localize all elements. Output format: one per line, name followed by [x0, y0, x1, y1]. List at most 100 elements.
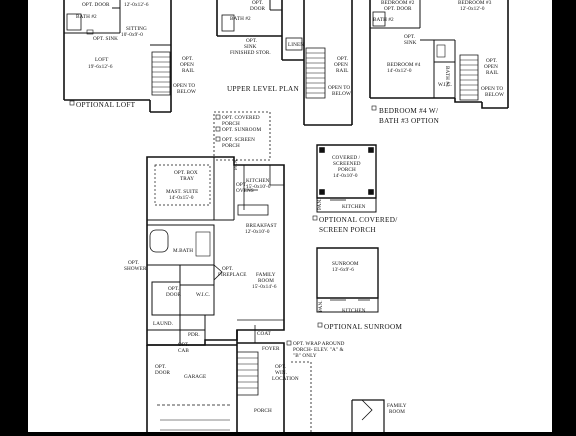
- tr-opt-sink2: SINK: [404, 40, 417, 46]
- tr-rail: RAIL: [486, 70, 499, 76]
- walls: [63, 0, 509, 432]
- mp-opt-door-1: OPT.: [168, 286, 179, 292]
- tl-below: BELOW: [177, 89, 196, 95]
- tc-below: BELOW: [332, 91, 351, 97]
- mp-wrap-3: "B" ONLY: [293, 353, 317, 359]
- po-line3: OPT. SUNROOM: [222, 127, 261, 133]
- tc-open: OPEN: [334, 62, 348, 68]
- mp-wrap-2: PORCH- ELEV. "A" &: [293, 347, 344, 353]
- mp-foyer: FOYER: [262, 346, 280, 352]
- tr-opt-door: OPT. DOOR: [384, 6, 412, 12]
- oc-pan: PAN.: [317, 198, 323, 210]
- mp-kitchen: KITCHEN: [246, 178, 270, 184]
- po-line4: OPT. SCREEN: [222, 137, 255, 143]
- tc-rail: RAIL: [336, 68, 349, 74]
- mp-pdr: PDR.: [188, 332, 200, 338]
- tl-opt-door: OPT. DOOR: [82, 2, 110, 8]
- tr-open-to: OPEN TO: [481, 86, 503, 92]
- mp-wrap-1: OPT. WRAP AROUND: [293, 341, 345, 347]
- tc-opt-sink: OPT.: [246, 38, 257, 44]
- tr-opt: OPT.: [486, 58, 497, 64]
- po-line2: PORCH: [222, 121, 240, 127]
- oc-covered: COVERED /: [332, 155, 361, 161]
- mp-tray: TRAY: [180, 176, 194, 182]
- mp-opt-door2-1: OPT.: [155, 364, 166, 370]
- tr-open: OPEN: [484, 64, 498, 70]
- tc-opt: OPT.: [252, 0, 263, 6]
- tl-caption: OPTIONAL LOFT: [76, 101, 136, 109]
- paper: [28, 0, 552, 432]
- tc-caption: UPPER LEVEL PLAN: [227, 85, 300, 93]
- tc-bath2: BATH #2: [230, 16, 251, 22]
- os-dim: 13'-6x9'-6: [332, 267, 354, 273]
- oc-caption-2: SCREEN PORCH: [319, 226, 376, 234]
- tr-bath3: BATH #3: [444, 66, 450, 87]
- tl-loft: LOFT: [95, 57, 109, 63]
- tl-opt: OPT.: [182, 56, 193, 62]
- oc-screened: SCREENED: [333, 161, 361, 167]
- mp-opt-fp-2: FIREPLACE: [218, 272, 247, 278]
- mp-opt-fp-1: OPT.: [222, 266, 233, 272]
- tl-opt-sink: OPT. SINK: [93, 36, 118, 42]
- oc-dim: 14'-0x10'-0: [333, 173, 358, 179]
- tr-bedroom3: BEDROOM #3: [458, 0, 492, 6]
- tc-sink: SINK: [244, 44, 257, 50]
- os-kitchen: KITCHEN: [342, 308, 366, 314]
- mp-opt-shower-1: OPT.: [128, 260, 139, 266]
- tl-dim-top: 12'-0x12'-6: [124, 2, 149, 8]
- os-pan: PAN.: [318, 300, 324, 312]
- fd-family: FAMILY: [387, 403, 407, 409]
- tr-bedroom4: BEDROOM #4: [387, 62, 421, 68]
- mp-opt-win-2: WIN.: [275, 370, 287, 376]
- os-caption: OPTIONAL SUNROOM: [324, 323, 403, 331]
- tr-caption-2: BATH #3 OPTION: [379, 117, 440, 125]
- tr-below: BELOW: [485, 92, 504, 98]
- tc-linen: LINEN: [288, 42, 304, 48]
- mp-kitchen-dim: 15'-0x10'-0: [246, 184, 271, 190]
- mp-family: FAMILY: [256, 272, 276, 278]
- mp-opt-shower-2: SHOWER: [124, 266, 147, 272]
- mp-mast-dim: 14'-0x15'-0: [169, 195, 194, 201]
- mp-mbath: M.BATH: [173, 248, 193, 254]
- mp-opt-win-1: OPT.: [275, 364, 286, 370]
- tl-open: OPEN: [180, 62, 194, 68]
- tr-caption-1: BEDROOM #4 W/: [379, 107, 438, 115]
- tr-bedroom4-dim: 14'-0x12'-0: [387, 68, 412, 74]
- mp-opt: OPT.: [236, 182, 247, 188]
- mp-room: ROOM: [258, 278, 274, 284]
- mp-opt-cab-1: OPT.: [178, 342, 189, 348]
- mp-laund: LAUND.: [153, 321, 173, 327]
- oc-porch: PORCH: [338, 167, 356, 173]
- oc-kitchen: KITCHEN: [342, 204, 366, 210]
- mp-garage: GARAGE: [184, 374, 206, 380]
- mp-opt-door-2: DOOR: [166, 292, 182, 298]
- tr-bedroom2: BEDROOM #2: [381, 0, 415, 6]
- tc-opt2: OPT.: [337, 56, 348, 62]
- mp-family-dim: 15'-0x14'-6: [252, 284, 277, 290]
- mp-breakfast-dim: 12'-0x10'-0: [245, 229, 270, 235]
- mp-opt-door2-2: DOOR: [155, 370, 171, 376]
- tc-finished-stor: FINISHED STOR.: [230, 50, 271, 56]
- po-line1: OPT. COVERED: [222, 115, 260, 121]
- fd-room: ROOM: [389, 409, 405, 415]
- tl-sitting-dim: 10'-0x9'-0: [121, 32, 143, 38]
- mp-coat: COAT: [257, 331, 272, 337]
- tc-open-to: OPEN TO: [328, 85, 350, 91]
- tl-open-to: OPEN TO: [173, 83, 195, 89]
- mp-pan: PAN.: [233, 158, 239, 170]
- tr-bath2: BATH #2: [373, 17, 394, 23]
- mp-wic: W.I.C.: [196, 292, 210, 298]
- mp-mast-suite: MAST. SUITE: [166, 189, 198, 195]
- oc-caption-1: OPTIONAL COVERED/: [319, 216, 398, 224]
- tr-wic: W.I.C.: [438, 82, 452, 88]
- tr-dim3: 12'-0x12'-0: [460, 6, 485, 12]
- mp-porch: PORCH: [254, 408, 272, 414]
- tl-rail: RAIL: [182, 68, 195, 74]
- mp-opt-box: OPT. BOX: [174, 170, 198, 176]
- os-sunroom: SUNROOM: [332, 261, 359, 267]
- tl-bath2: BATH #2: [76, 14, 97, 20]
- loft-outline: [63, 0, 172, 113]
- tr-opt-sink1: OPT.: [404, 34, 415, 40]
